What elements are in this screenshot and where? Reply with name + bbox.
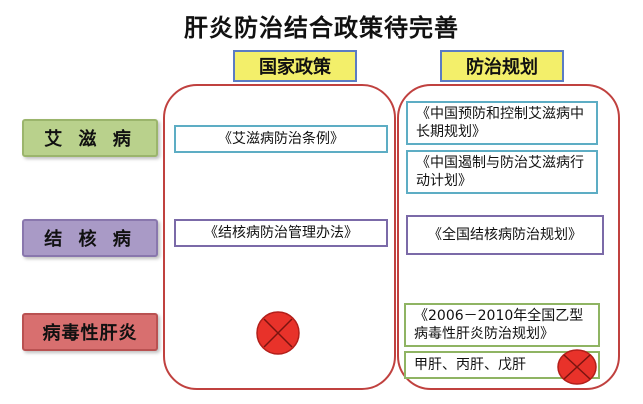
row-label-aids: 艾 滋 病: [22, 119, 158, 157]
column-header-national-policy: 国家政策: [233, 50, 357, 82]
policy-aids-regulation: 《艾滋病防治条例》: [174, 125, 388, 153]
plan-aids-action: 《中国遏制与防治艾滋病行动计划》: [406, 150, 598, 194]
column-header-prevention-plan: 防治规划: [440, 50, 564, 82]
row-label-tuberculosis: 结 核 病: [22, 219, 158, 257]
row-label-viral-hepatitis: 病毒性肝炎: [22, 313, 158, 351]
plan-hepatitis-b: 《2006－2010年全国乙型病毒性肝炎防治规划》: [404, 303, 600, 347]
missing-policy-x-icon: [256, 311, 300, 355]
policy-tb-management: 《结核病防治管理办法》: [174, 219, 388, 247]
missing-plan-x-icon: [557, 349, 597, 385]
plan-tb-national: 《全国结核病防治规划》: [406, 215, 604, 255]
plan-aids-long-term: 《中国预防和控制艾滋病中长期规划》: [406, 101, 598, 145]
page-title: 肝炎防治结合政策待完善: [184, 14, 459, 42]
